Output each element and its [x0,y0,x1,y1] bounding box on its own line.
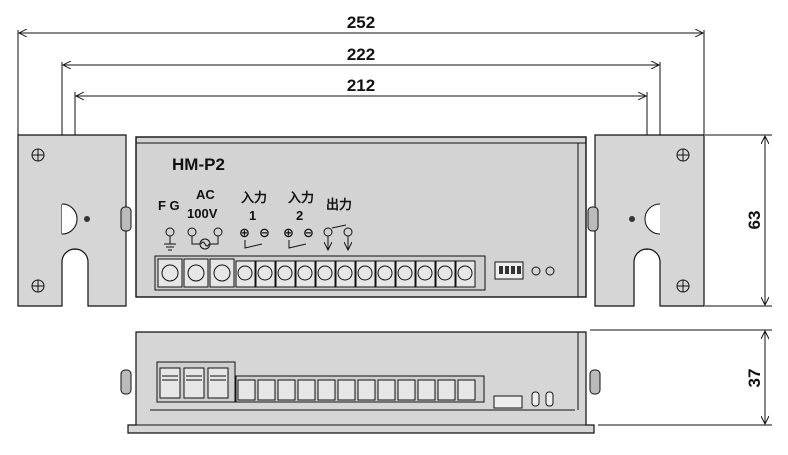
terminal-screw-icon [213,264,231,282]
dimension-label-222: 222 [347,45,375,64]
right-mounting-bracket [587,134,705,307]
fg-label: F G [158,198,180,213]
terminal-screw-icon [317,265,333,281]
dimension-label-252: 252 [347,13,375,32]
terminal-screw-icon [437,265,453,281]
dimension-label-212: 212 [347,76,375,95]
led-icon [545,266,555,276]
side-screw-icon [120,369,132,395]
input1-plus-icon: ⊕ [239,225,250,240]
side-screw-icon [589,369,601,395]
terminal-screws [157,258,476,288]
terminal-symbols: ⊕ ⊖ ⊕ ⊖ [164,224,353,250]
device-side-view [120,331,601,434]
terminal-screw-icon [377,265,393,281]
side-dip-switch [493,395,523,409]
terminal-screw-icon [457,265,473,281]
side-screw-icon [587,206,599,232]
input1-number: 1 [249,208,256,223]
ac-source-icon [199,238,211,250]
input2-minus-icon: ⊖ [303,225,314,240]
side-terminal-block [156,361,485,403]
rivet-icon [84,216,90,222]
dimension-37: 37 [590,329,772,426]
input1-label: 入力 [241,190,267,205]
terminal-screw-icon [161,264,179,282]
terminal-screw-icon [237,265,253,281]
output-label: 出力 [326,197,352,212]
model-label: HM-P2 [172,155,225,174]
terminal-screw-icon [297,265,313,281]
dimension-label-63: 63 [745,211,764,230]
ac-label: AC [196,187,215,202]
dimension-252: 252 [17,13,705,135]
side-led-icon [531,391,540,407]
dimension-63: 63 [705,134,772,307]
terminal-screw-icon [187,264,205,282]
terminal-screw-icon [257,265,273,281]
input2-number: 2 [296,208,303,223]
ac-voltage-label: 100V [187,206,218,221]
side-screw-icon [120,206,132,232]
input1-minus-icon: ⊖ [259,225,270,240]
terminal-screw-icon [357,265,373,281]
left-mounting-bracket [17,134,132,307]
terminal-screw-icon [397,265,413,281]
side-led-icon [545,391,554,407]
rivet-icon [629,216,635,222]
device-body-top-view: HM-P2 F G AC 100V 入力 1 入力 2 出力 ⊕ ⊖ ⊕ ⊖ [135,136,587,298]
terminal-screw-icon [277,265,293,281]
input2-label: 入力 [288,190,314,205]
dimension-label-37: 37 [745,369,764,388]
terminal-screw-icon [417,265,433,281]
terminal-screw-icon [337,265,353,281]
led-icon [531,266,541,276]
input2-plus-icon: ⊕ [283,225,294,240]
